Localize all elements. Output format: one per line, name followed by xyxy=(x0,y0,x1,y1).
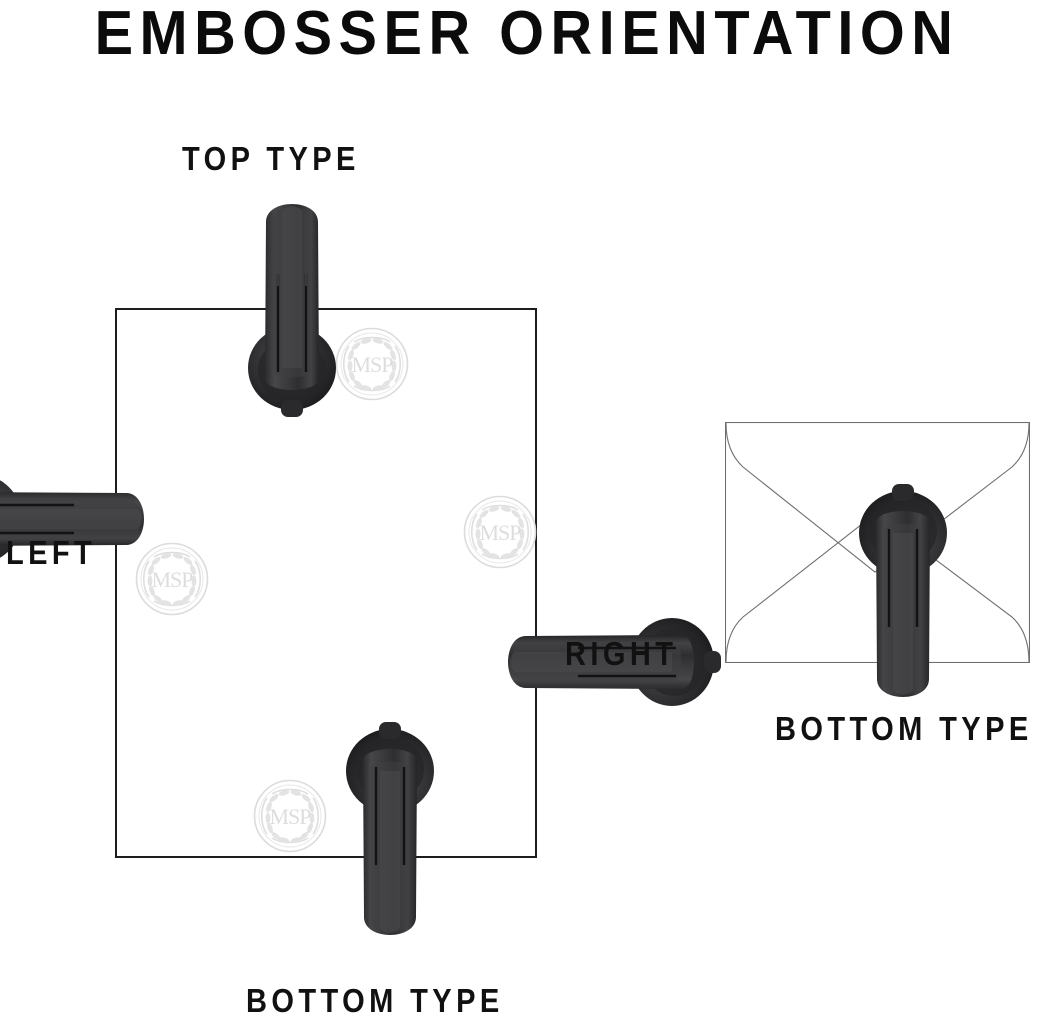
paper-sheet xyxy=(115,308,537,858)
embossed-seal-right-icon: MSP xyxy=(462,494,538,570)
svg-text:MSP: MSP xyxy=(479,520,521,545)
embosser-right-icon xyxy=(486,603,736,721)
label-bottom-type-paper: BOTTOM TYPE xyxy=(246,982,504,1019)
embossed-seal-left-icon: MSP xyxy=(134,541,210,617)
label-left: LEFT xyxy=(6,534,97,571)
label-top-type: TOP TYPE xyxy=(182,140,360,177)
page-title: EMBOSSER ORIENTATION xyxy=(94,0,960,68)
label-right: RIGHT xyxy=(565,635,678,672)
label-bottom-type-envelope: BOTTOM TYPE xyxy=(775,710,1033,747)
svg-text:MSP: MSP xyxy=(269,804,311,829)
embosser-top-type-icon xyxy=(233,182,351,432)
embossed-seal-bottom-left-icon: MSP xyxy=(252,778,328,854)
embosser-bottom-type-envelope-icon xyxy=(844,469,962,719)
embosser-bottom-type-icon xyxy=(331,707,449,957)
svg-text:MSP: MSP xyxy=(151,567,193,592)
embosser-left-icon xyxy=(0,460,166,578)
svg-text:MSP: MSP xyxy=(351,352,393,377)
embossed-seal-top-right-icon: MSP xyxy=(334,326,410,402)
